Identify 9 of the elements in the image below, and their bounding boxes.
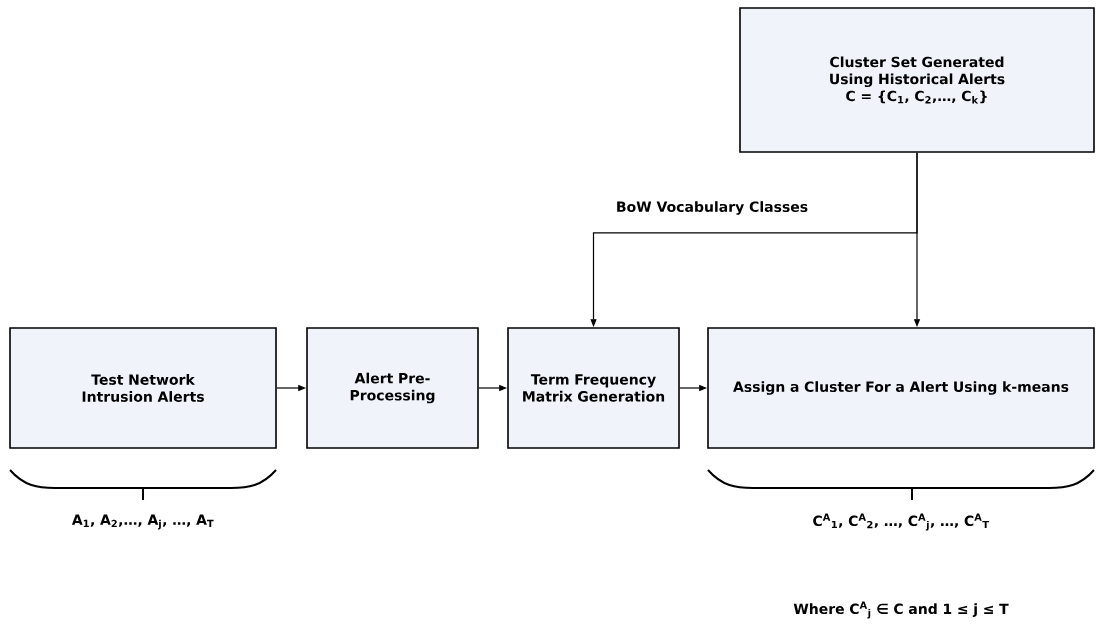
set-label: C$^{A}$$_{1}$, C$^{A}$$_{2}$, …, C$^{A}$$_{j}$, …, C$^{A}$T [813, 513, 989, 531]
process-box: Test Network Intrusion Alerts [9, 327, 277, 449]
set-label: Where C$^{A}$$_{j}$ ∈ C and 1 ≤ j ≤ T [793, 601, 1009, 619]
set-label: A$_{1}$, A$_{2}$,…, A$_{j}$, …, A$_{T}$ [71, 514, 214, 530]
process-box: Alert Pre-Processing [306, 327, 479, 449]
edge-label: BoW Vocabulary Classes [614, 200, 810, 216]
process-box: Cluster Set Generated Using Historical Alerts C = {C$_{1}$, C$_{2}$,…, C$_{k}$} [739, 7, 1095, 153]
process-box: Term Frequency Matrix Generation [507, 327, 680, 449]
process-box: Assign a Cluster For a Alert Using k-means [707, 327, 1095, 449]
